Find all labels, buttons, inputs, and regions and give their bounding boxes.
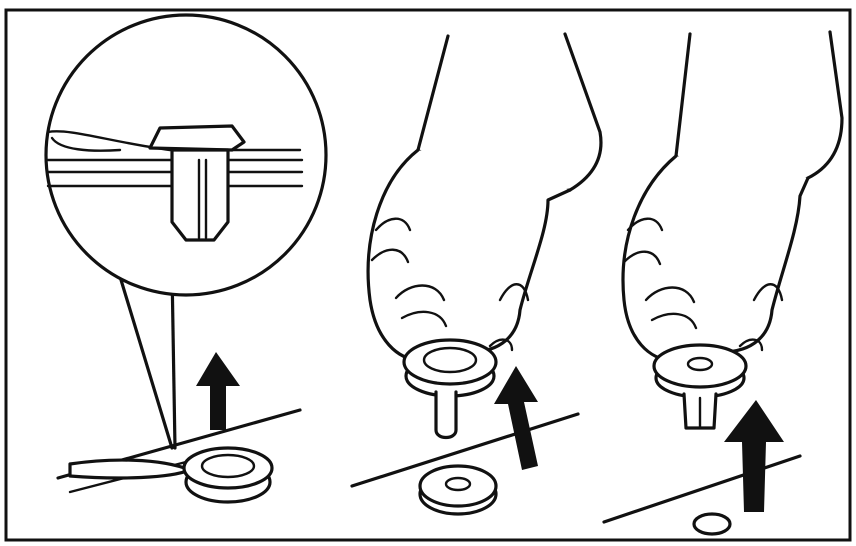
clip-cap-step1 bbox=[184, 448, 272, 502]
clip-washer bbox=[420, 466, 496, 514]
clip-pin bbox=[436, 392, 456, 438]
clip-hole bbox=[694, 514, 730, 534]
clip-cap-held bbox=[404, 340, 496, 396]
